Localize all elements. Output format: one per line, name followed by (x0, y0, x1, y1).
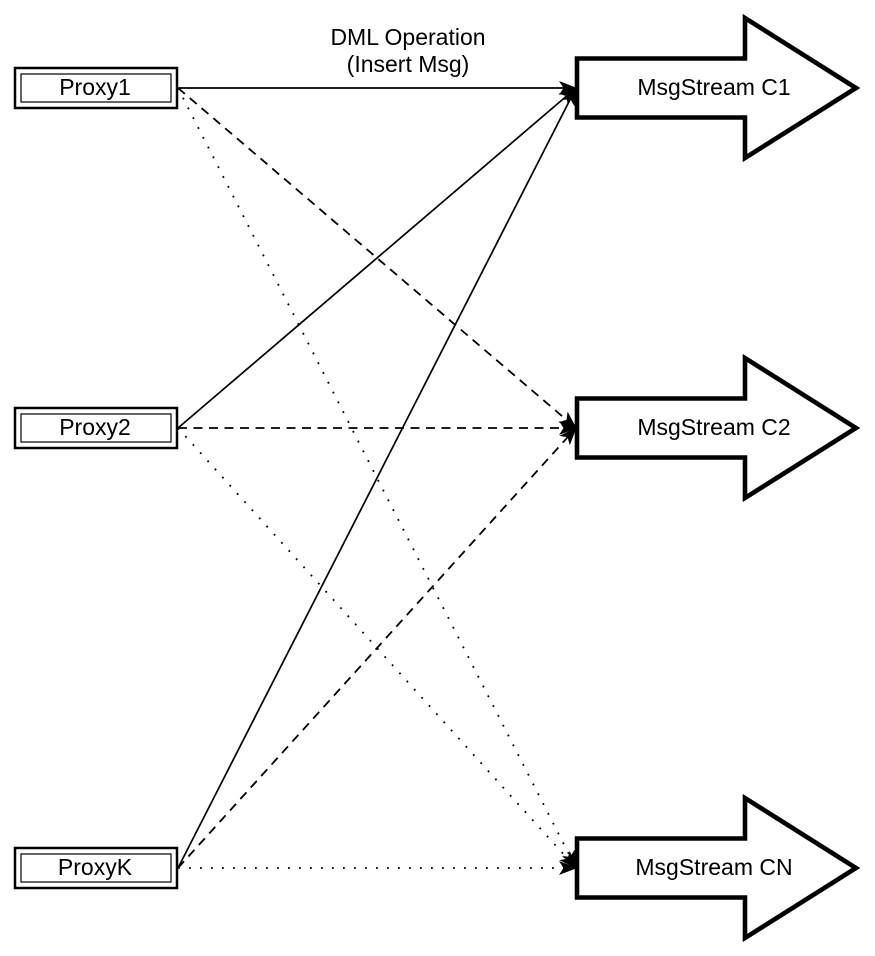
proxy2-label: Proxy2 (59, 414, 131, 440)
proxyk-box (13, 846, 179, 890)
proxy1-label: Proxy1 (59, 74, 131, 100)
edge-proxyk-to-c1 (177, 87, 577, 869)
proxyk-label: ProxyK (58, 854, 133, 880)
caption: DML Operation (Insert Msg) (330, 24, 485, 77)
caption-line2: (Insert Msg) (347, 51, 470, 77)
node-msgstream-c2: MsgStream C2 (574, 353, 861, 503)
caption-line1: DML Operation (330, 24, 485, 50)
proxy2-box (13, 406, 179, 450)
msgstream-c2-label: MsgStream C2 (637, 414, 790, 440)
proxyk-box-inner-border (20, 853, 172, 883)
proxy1-box-inner-border (20, 73, 172, 103)
node-proxyk: ProxyK (13, 846, 179, 890)
msgstream-c2-arrow-shape (574, 353, 861, 503)
node-msgstream-c1: MsgStream C1 (574, 13, 861, 163)
msgstream-c1-label: MsgStream C1 (637, 74, 790, 100)
node-proxy2: Proxy2 (13, 406, 179, 450)
edges-layer (177, 81, 577, 875)
msgstream-cn-arrow-shape (574, 793, 861, 943)
proxy2-box-inner-border (20, 413, 172, 443)
msgstream-cn-label: MsgStream CN (635, 854, 792, 880)
msgstream-c1-arrow-shape (574, 13, 861, 163)
node-msgstream-cn: MsgStream CN (574, 793, 861, 943)
proxy1-box (13, 66, 179, 110)
edge-proxy1-to-c2 (177, 87, 577, 429)
node-proxy1: Proxy1 (13, 66, 179, 110)
edge-proxyk-to-c2 (177, 427, 577, 869)
edge-proxy2-to-c1 (177, 87, 577, 429)
